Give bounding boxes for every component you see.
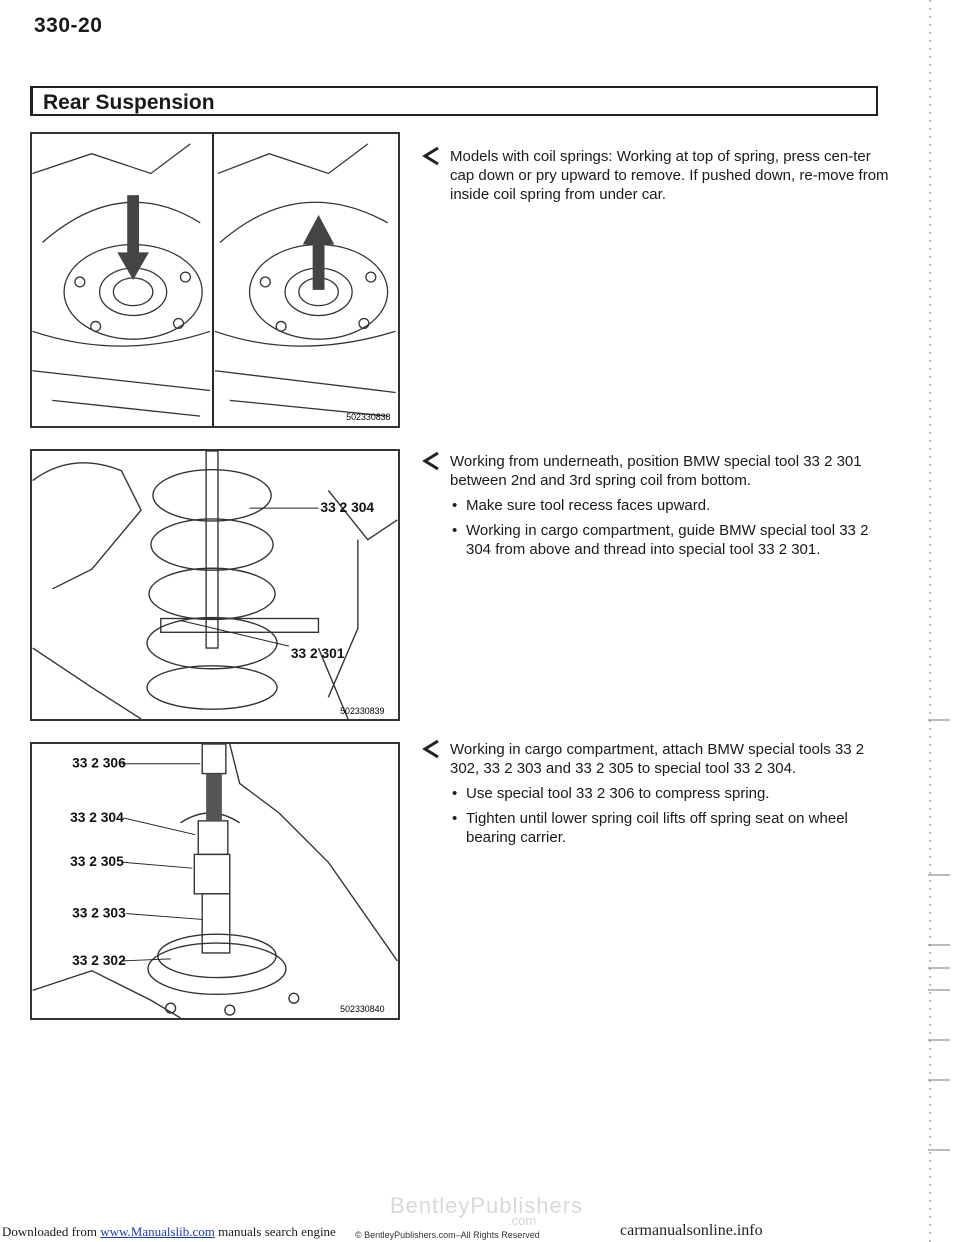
callout-33-2-303: 33 2 303 — [72, 905, 126, 920]
manualslib-link[interactable]: www.Manualslib.com — [100, 1224, 215, 1239]
scan-edge-artifacts — [928, 0, 950, 1242]
section-header: Rear Suspension — [30, 86, 878, 116]
figure-id: 502330840 — [340, 1004, 384, 1014]
watermark-sub: .com — [508, 1213, 537, 1228]
step-bullets: Make sure tool recess faces upward. Work… — [450, 496, 890, 559]
callout-33-2-304: 33 2 304 — [320, 500, 374, 515]
callout-33-2-301: 33 2 301 — [291, 646, 345, 661]
callout-33-2-306: 33 2 306 — [72, 756, 126, 771]
center-cap-illustration: 502330838 — [32, 134, 396, 426]
download-suffix: manuals search engine — [218, 1224, 336, 1239]
spring-tool-illustration: 33 2 304 33 2 301 502330839 — [32, 451, 398, 719]
figure-center-cap: 502330838 — [30, 132, 400, 428]
bullet-item: Tighten until lower spring coil lifts of… — [450, 809, 890, 847]
footer-copyright: © BentleyPublishers.com–All Rights Reser… — [355, 1230, 540, 1240]
figure-spring-compressor: 33 2 306 33 2 304 33 2 305 33 2 303 33 2… — [30, 742, 400, 1020]
watermark: BentleyPublishers — [390, 1193, 584, 1218]
callout-33-2-302: 33 2 302 — [72, 953, 126, 968]
step-arrow-icon — [422, 146, 439, 166]
step-text: Working in cargo compartment, attach BMW… — [450, 741, 865, 777]
step-attach-tools: Working in cargo compartment, attach BMW… — [420, 739, 890, 853]
step-text: Models with coil springs: Working at top… — [450, 148, 889, 203]
bullet-item: Working in cargo compartment, guide BMW … — [450, 521, 890, 559]
figure-id: 502330838 — [346, 412, 390, 422]
step-remove-center-cap: Models with coil springs: Working at top… — [420, 146, 890, 210]
footer-download: Downloaded from www.Manualslib.com manua… — [2, 1224, 336, 1240]
callout-33-2-304: 33 2 304 — [70, 810, 124, 825]
step-text: Working from underneath, position BMW sp… — [450, 453, 862, 489]
step-arrow-icon — [422, 739, 439, 759]
spring-compressor-illustration: 33 2 306 33 2 304 33 2 305 33 2 303 33 2… — [32, 744, 398, 1018]
footer-site: carmanualsonline.info — [620, 1222, 763, 1239]
download-prefix: Downloaded from — [2, 1224, 97, 1239]
step-arrow-icon — [422, 451, 439, 471]
figure-spring-tool-install: 33 2 304 33 2 301 502330839 — [30, 449, 400, 721]
bullet-item: Make sure tool recess faces upward. — [450, 496, 890, 515]
figure-id: 502330839 — [340, 706, 384, 716]
bullet-item: Use special tool 33 2 306 to compress sp… — [450, 784, 890, 803]
section-title: Rear Suspension — [43, 91, 215, 114]
step-position-tool: Working from underneath, position BMW sp… — [420, 451, 890, 565]
callout-33-2-305: 33 2 305 — [70, 854, 124, 869]
step-bullets: Use special tool 33 2 306 to compress sp… — [450, 784, 890, 847]
page-number: 330-20 — [34, 14, 103, 37]
